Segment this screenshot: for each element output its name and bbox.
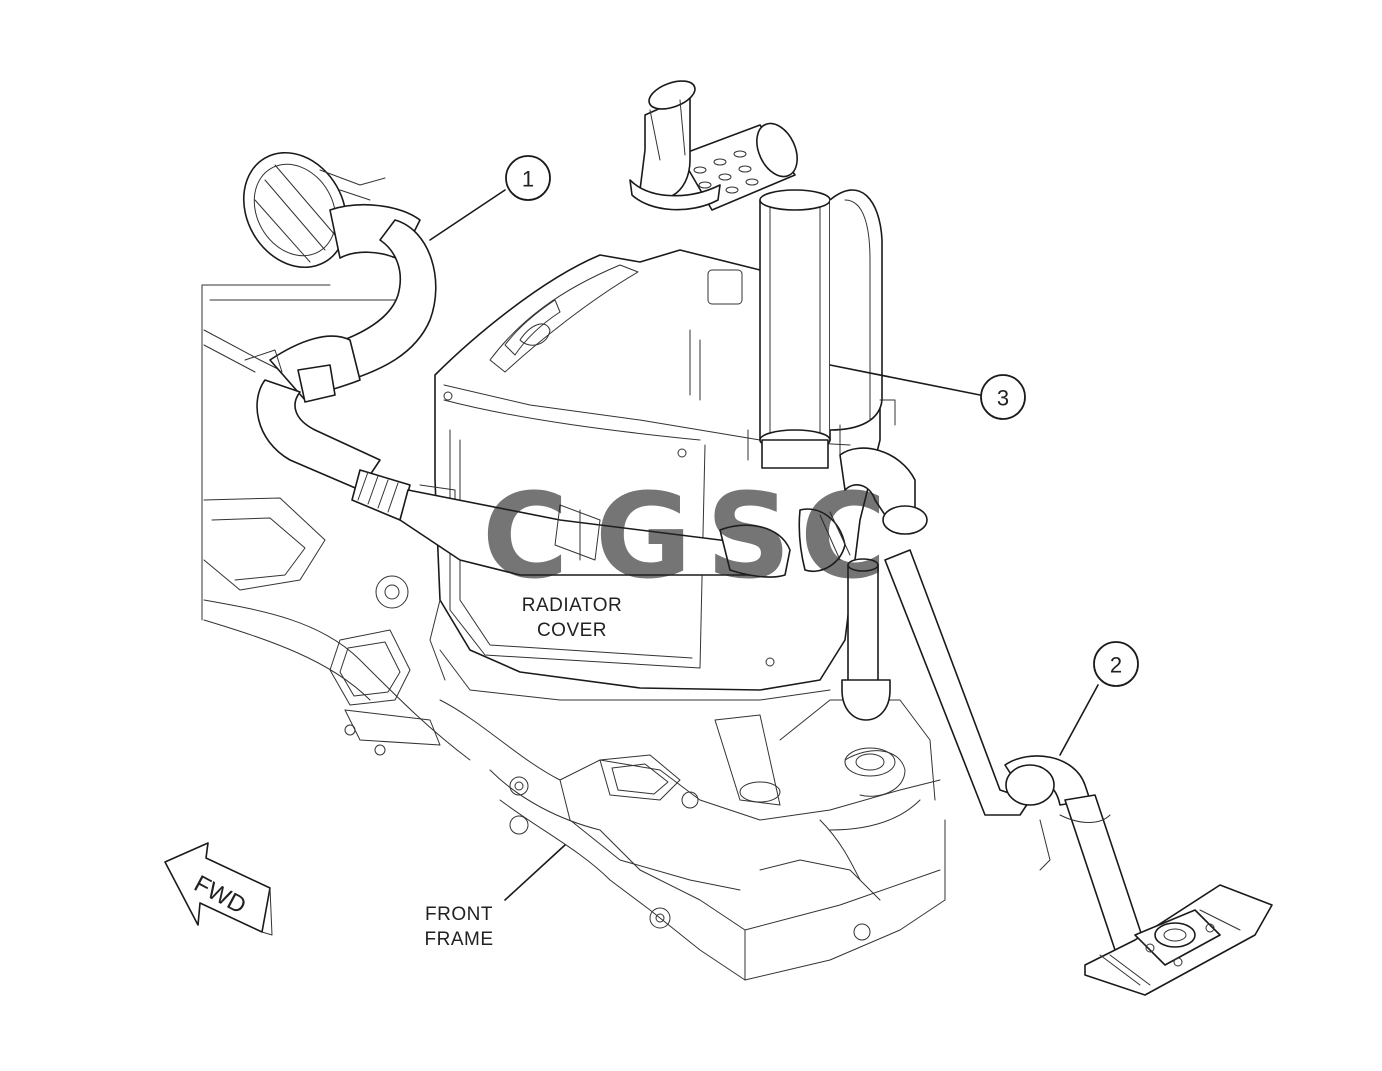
leader-line-3 (829, 364, 981, 396)
cgsc-watermark: C G S C (482, 467, 887, 605)
watermark-letter-c2: C (800, 467, 887, 605)
front-frame-label-line2: FRAME (425, 929, 494, 950)
leader-line-1 (429, 189, 506, 241)
radiator-cover-label: RADIATOR COVER (522, 595, 622, 641)
fwd-arrow: FWD (164, 842, 273, 936)
callout-3: 3 (980, 374, 1026, 420)
leader-lines (429, 189, 1099, 901)
radiator-cover-label-line1: RADIATOR (522, 595, 622, 616)
watermark-letter-g: G (595, 467, 692, 605)
intake-hose-assembly (242, 151, 851, 578)
callout-1-label: 1 (522, 167, 534, 192)
exhaust-elbow-pipe (839, 447, 1273, 996)
callout-1: 1 (505, 155, 551, 201)
front-frame-label: FRONT FRAME (425, 904, 494, 950)
front-frame-structure (201, 284, 946, 981)
muffler-assembly (629, 80, 896, 469)
callout-2: 2 (1093, 641, 1139, 687)
leader-line-front-frame (504, 844, 566, 901)
callout-3-label: 3 (997, 386, 1009, 411)
radiator-cover-label-line2: COVER (537, 620, 607, 641)
watermark-letter-c1: C (482, 467, 569, 605)
watermark-letter-s: S (706, 467, 791, 605)
leader-line-2 (1059, 684, 1099, 756)
callout-2-label: 2 (1110, 653, 1122, 678)
front-frame-label-line1: FRONT (425, 904, 493, 925)
